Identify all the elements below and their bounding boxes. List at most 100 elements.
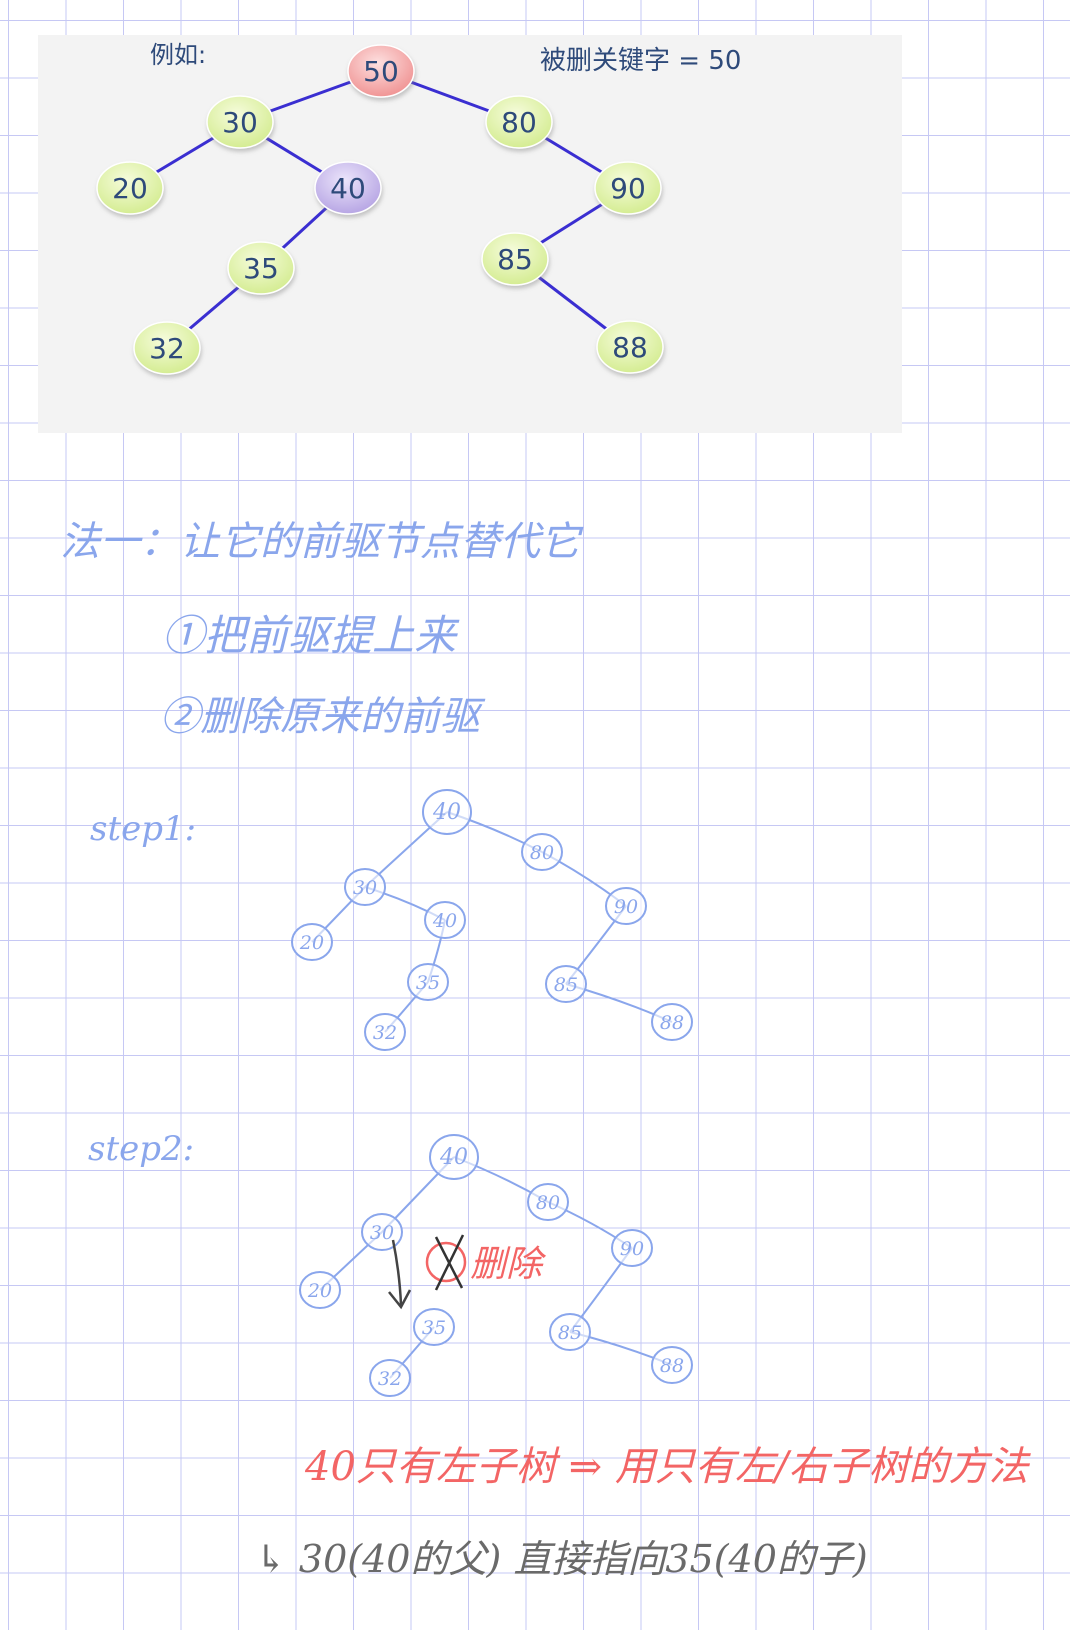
step1-node-80: 80	[521, 833, 563, 871]
step2-node-32: 32	[369, 1359, 411, 1397]
tree-node-label: 90	[610, 172, 646, 205]
tree-node-50: 50	[347, 44, 415, 98]
step1-node-circle	[605, 887, 647, 925]
step1-node-label: 40	[432, 910, 457, 932]
step1-node-circle	[545, 965, 587, 1003]
tree-node-shape	[481, 232, 549, 286]
deleted-node-circle	[425, 1241, 467, 1283]
step2-label: step2:	[88, 1129, 194, 1169]
step2-node-35: 35	[413, 1308, 455, 1346]
tree-node-80: 80	[485, 95, 553, 149]
example-label: 例如:	[150, 41, 206, 69]
tree-node-shape	[314, 161, 382, 215]
step1-node-label: 32	[373, 1022, 397, 1044]
step2-node-circle	[413, 1308, 455, 1346]
step1-node-circle	[344, 868, 386, 906]
step1-node-label: 35	[416, 972, 440, 994]
tree-node-label: 30	[222, 106, 258, 139]
delete-cross-icon	[434, 1234, 465, 1291]
tree-node-shape	[133, 321, 201, 375]
rewire-arrow-head	[388, 1289, 412, 1310]
tree-node-label: 85	[497, 243, 533, 276]
step1-node-label: 80	[530, 842, 554, 864]
step2-node-circle	[549, 1313, 591, 1351]
tree-node-shape	[227, 241, 295, 295]
tree-node-shape	[347, 44, 415, 98]
tree-node-40: 40	[314, 161, 382, 215]
step1-node-label: 90	[614, 896, 638, 918]
tree-node-shape	[485, 95, 553, 149]
delete-mark: 删除	[470, 1244, 547, 1285]
step1-node-circle	[364, 1013, 406, 1051]
tree-node-label: 20	[112, 172, 148, 205]
tree-node-85: 85	[481, 232, 549, 286]
tree-node-label: 40	[330, 172, 366, 205]
step1-node-circle	[424, 901, 466, 939]
tree-node-shape	[206, 95, 274, 149]
observation-note: 40只有左子树 ⇒ 用只有左/右子树的方法	[304, 1444, 1031, 1490]
step1-node-circle	[291, 923, 333, 961]
step1-node-label: 40	[432, 800, 461, 825]
step2-node-label: 85	[558, 1322, 582, 1344]
step1-node-40: 40	[424, 901, 466, 939]
step1-node-label: 88	[660, 1012, 684, 1034]
step2-node-circle	[299, 1271, 341, 1309]
step1-node-circle	[407, 963, 449, 1001]
tree-node-shape	[594, 161, 662, 215]
step2-node-40: 40	[429, 1134, 479, 1180]
deleted-key-label: 被删关键字 = 50	[540, 46, 741, 76]
tree-node-label: 80	[501, 106, 537, 139]
tree-node-shape	[596, 320, 664, 374]
rewire-arrow	[391, 1239, 403, 1306]
example-slide-panel: 50 30 80 20 40 90 35 85 32 88 例如: 被删关键字 = 50	[38, 35, 902, 433]
step2-node-90: 90	[611, 1229, 653, 1267]
tree-node-88: 88	[596, 320, 664, 374]
step2-node-80: 80	[527, 1183, 569, 1221]
step1-node-35: 35	[407, 963, 449, 1001]
step1-node-90: 90	[605, 887, 647, 925]
tree-node-32: 32	[133, 321, 201, 375]
step2-node-label: 90	[620, 1238, 644, 1260]
step2-node-label: 40	[439, 1145, 468, 1170]
step1-node-circle	[521, 833, 563, 871]
conclusion-note: ↳ 30(40的父) 直接指向35(40的子)	[255, 1537, 868, 1581]
step2-node-label: 32	[378, 1368, 402, 1390]
step1-node-85: 85	[545, 965, 587, 1003]
step2-node-label: 30	[370, 1222, 394, 1244]
method-title: 法一：让它的前驱节点替代它	[60, 519, 584, 565]
tree-node-label: 32	[149, 332, 185, 365]
bst-diagram: 50 30 80 20 40 90 35 85 32 88 例如: 被删关键字 = 50	[96, 41, 741, 375]
step2-node-88: 88	[651, 1346, 693, 1384]
step2-node-circle	[369, 1359, 411, 1397]
step1-node-label: 20	[299, 932, 324, 954]
step1-node-20: 20	[291, 923, 333, 961]
tree-node-35: 35	[227, 241, 295, 295]
step1-node-label: 85	[554, 974, 578, 996]
step1-node-30: 30	[344, 868, 386, 906]
method-step-b: ②删除原来的前驱	[160, 694, 486, 740]
tree-node-90: 90	[594, 161, 662, 215]
tree-node-shape	[96, 161, 164, 215]
step2-node-circle	[651, 1346, 693, 1384]
step2-node-30: 30	[361, 1213, 403, 1251]
step2-node-circle	[429, 1134, 479, 1180]
step2-node-label: 80	[536, 1192, 560, 1214]
step1-node-circle	[651, 1003, 693, 1041]
step2-node-label: 88	[660, 1355, 684, 1377]
step2-node-20: 20	[299, 1271, 341, 1309]
step2-node-label: 20	[307, 1280, 332, 1302]
step2-node-circle	[611, 1229, 653, 1267]
tree-node-30: 30	[206, 95, 274, 149]
method-step-a: ①把前驱提上来	[162, 611, 460, 660]
tree-node-label: 88	[612, 331, 648, 364]
tree-node-label: 35	[243, 252, 279, 285]
step2-node-circle	[527, 1183, 569, 1221]
step1-tree: 40 30 80 20 40 90 35 85 32 88	[291, 789, 693, 1051]
step1-node-88: 88	[651, 1003, 693, 1041]
tree-node-label: 50	[363, 55, 399, 88]
step2-node-label: 35	[422, 1317, 446, 1339]
step1-node-40: 40	[422, 789, 472, 835]
step2-node-85: 85	[549, 1313, 591, 1351]
tree-nodes: 50 30 80 20 40 90 35 85 32 88	[96, 44, 664, 375]
